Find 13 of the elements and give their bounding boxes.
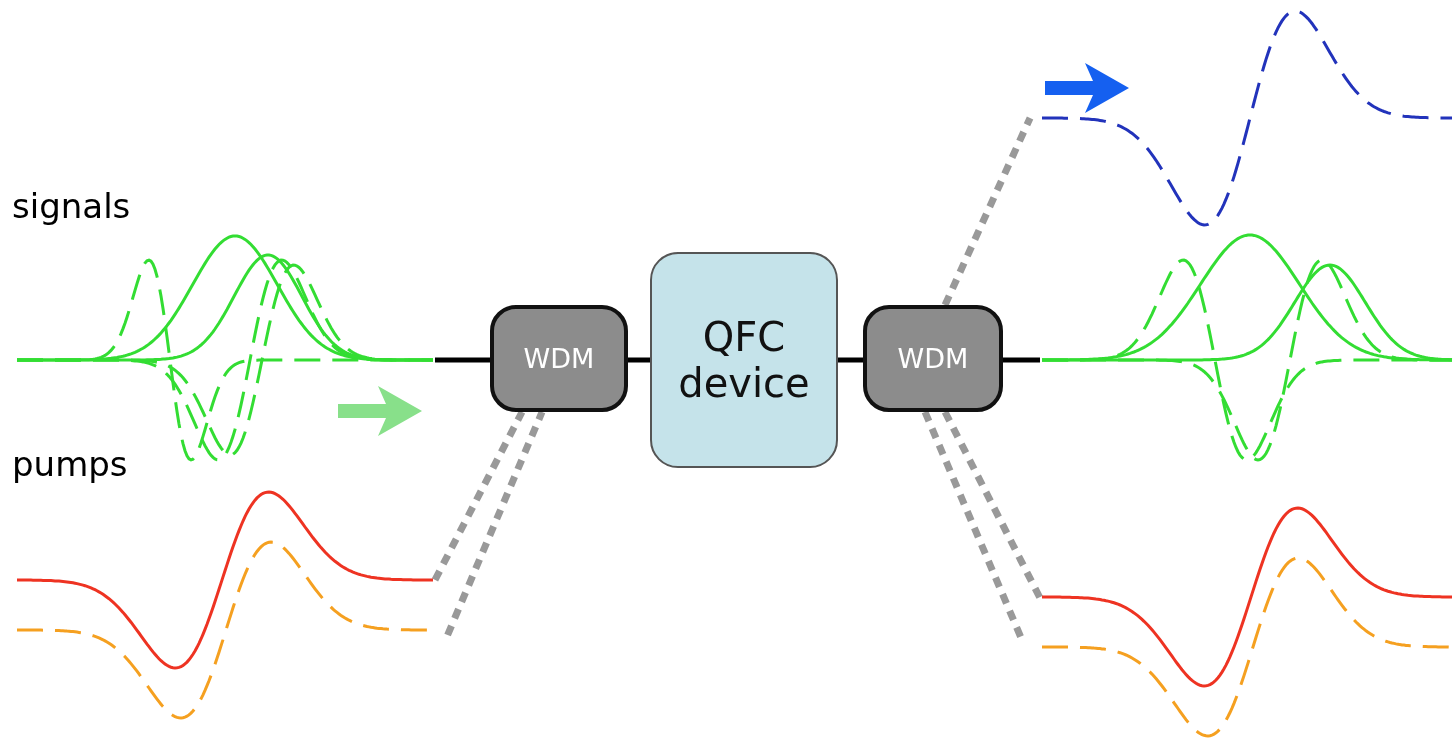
connector-line: [838, 357, 863, 363]
dotted-line: [941, 116, 1034, 307]
multiplexer-box: WDM: [863, 305, 1003, 412]
dotted-line: [431, 410, 526, 582]
connector-line: [628, 357, 650, 363]
dotted-line: [941, 410, 1044, 600]
connector-line: [1003, 357, 1040, 363]
dotted-line: [444, 410, 546, 637]
connector-line: [435, 357, 490, 363]
series-label: signals: [12, 186, 131, 226]
device-box: QFC device: [650, 252, 838, 468]
multiplexer-box: WDM: [490, 305, 628, 412]
series-label: pumps: [12, 444, 128, 484]
